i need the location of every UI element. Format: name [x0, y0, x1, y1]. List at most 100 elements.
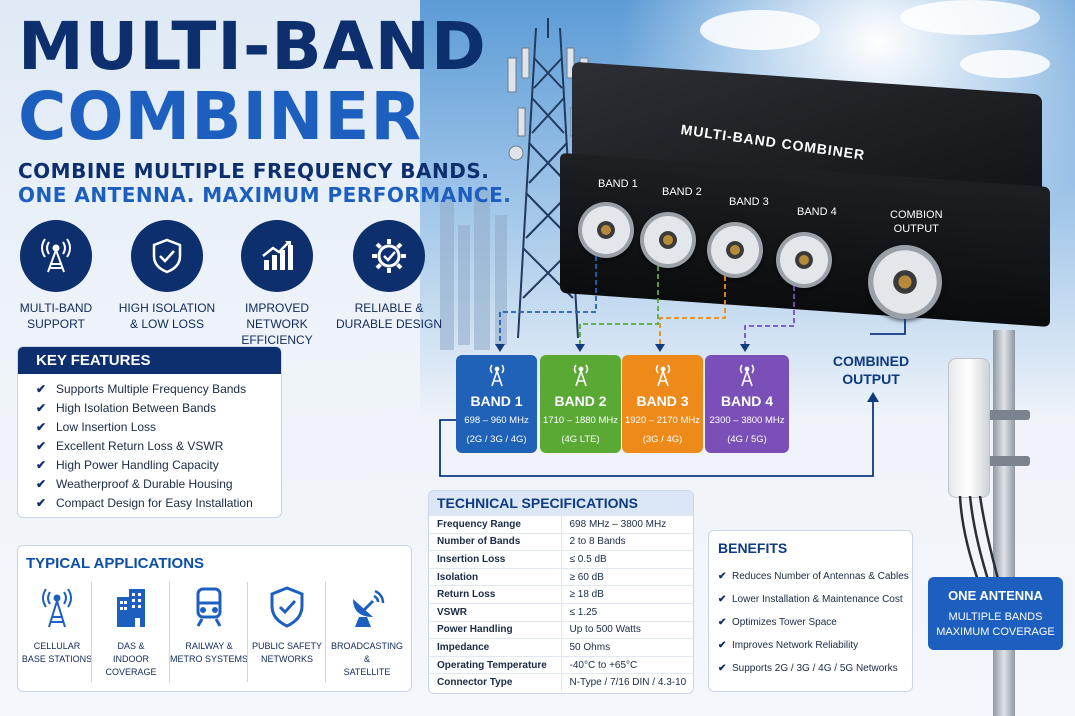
combined-output-line1: COMBINED	[832, 353, 910, 369]
band-generation: (4G / 5G)	[727, 434, 767, 445]
band-card-4: BAND 4 2300 – 3800 MHz (4G / 5G)	[705, 355, 789, 453]
output-label-line1: COMBION	[890, 209, 943, 221]
application-label: INDOOR COVERAGE	[105, 654, 157, 677]
spec-value: 50 Ohms	[561, 638, 693, 657]
spec-value: Up to 500 Watts	[561, 620, 693, 639]
mounting-clamp	[986, 456, 1030, 466]
signal-path-output	[870, 319, 906, 335]
checkmark-icon: ✔	[36, 476, 47, 491]
cloud	[900, 0, 1040, 35]
divider	[325, 582, 326, 682]
signal-path-band2	[579, 266, 659, 350]
feature-label: DURABLE DESIGN	[335, 317, 443, 331]
port-label-band1: BAND 1	[598, 178, 638, 190]
spec-value: N-Type / 7/16 DIN / 4.3-10	[561, 673, 693, 692]
spec-value: ≤ 1.25	[561, 602, 693, 622]
growth-chart-icon	[241, 220, 313, 292]
feature-label: IMPROVED	[244, 301, 309, 315]
tower-icon	[705, 361, 789, 387]
spec-key: VSWR	[429, 602, 562, 622]
shield-check-icon	[248, 582, 326, 632]
band-generation: (3G / 4G)	[642, 434, 683, 445]
connector-output	[868, 245, 942, 319]
tagline-line1: COMBINE MULTIPLE FREQUENCY BANDS.	[18, 159, 490, 183]
band-frequency: 2300 – 3800 MHz	[709, 415, 785, 426]
list-item: ✔ High Power Handling Capacity	[36, 455, 281, 474]
checkmark-icon: ✔	[36, 457, 47, 472]
application-label: BASE STATIONS	[21, 654, 93, 664]
application-label: PUBLIC SAFETY	[251, 641, 323, 651]
shield-check-icon	[131, 220, 203, 292]
band-card-1: BAND 1 698 – 960 MHz (2G / 3G / 4G)	[456, 355, 537, 453]
application-label: BROADCASTING &	[330, 641, 403, 664]
page-title-line1: MULTI-BAND	[18, 8, 487, 85]
feature-label: NETWORK EFFICIENCY	[241, 317, 313, 347]
checkmark-icon: ✔	[718, 617, 727, 628]
band-generation: (2G / 3G / 4G)	[466, 434, 527, 445]
feature-label: & LOW LOSS	[129, 317, 205, 331]
list-item: ✔Reduces Number of Antennas & Cables	[718, 565, 909, 588]
spec-value: ≤ 0.5 dB	[561, 550, 693, 569]
panel-antenna	[948, 358, 990, 498]
band-frequency: 698 – 960 MHz	[464, 415, 529, 426]
feature-label: SUPPORT	[27, 317, 85, 331]
spec-key: Impedance	[429, 638, 562, 657]
spec-value: ≥ 18 dB	[561, 585, 693, 604]
divider	[169, 582, 170, 682]
technical-specifications-table: TECHNICAL SPECIFICATIONS Frequency Range…	[428, 490, 694, 694]
tower-icon	[622, 361, 703, 387]
spec-value: 698 MHz – 3800 MHz	[561, 515, 693, 534]
port-label-band2: BAND 2	[662, 186, 702, 198]
one-antenna-line1: ONE ANTENNA	[948, 588, 1043, 603]
key-features-heading: KEY FEATURES	[18, 347, 281, 374]
benefit-text: Supports 2G / 3G / 4G / 5G Networks	[732, 663, 898, 674]
spec-key: Insertion Loss	[429, 550, 562, 569]
key-feature-text: Excellent Return Loss & VSWR	[56, 438, 224, 453]
feature-label: RELIABLE &	[354, 301, 424, 315]
key-feature-text: High Power Handling Capacity	[56, 457, 219, 472]
output-label-line2: OUTPUT	[893, 223, 939, 235]
application-railway: RAILWAY &METRO SYSTEMS	[170, 582, 248, 666]
feature-high-isolation: HIGH ISOLATION& LOW LOSS	[112, 220, 222, 332]
spec-key: Operating Temperature	[429, 655, 562, 674]
spec-value: ≥ 60 dB	[561, 567, 693, 586]
antenna-cables	[958, 496, 1002, 586]
list-item: ✔Supports 2G / 3G / 4G / 5G Networks	[718, 657, 909, 680]
application-das: DAS &INDOOR COVERAGE	[92, 582, 170, 679]
band-name: BAND 1	[470, 393, 523, 409]
combined-path	[439, 398, 874, 477]
key-feature-text: Low Insertion Loss	[56, 419, 157, 434]
tower-icon	[18, 582, 96, 632]
applications-heading: TYPICAL APPLICATIONS	[26, 555, 205, 572]
port-label-output: COMBION OUTPUT	[890, 208, 943, 236]
checkmark-icon: ✔	[36, 400, 47, 415]
specs-heading: TECHNICAL SPECIFICATIONS	[429, 491, 693, 515]
benefit-text: Reduces Number of Antennas & Cables	[732, 571, 909, 582]
spec-value: 2 to 8 Bands	[561, 532, 693, 551]
spec-key: Connector Type	[429, 673, 562, 692]
list-item: ✔Improves Network Reliability	[718, 634, 909, 657]
table-row: VSWR≤ 1.25	[429, 602, 693, 622]
list-item: ✔ Optimizes Tower Space	[718, 611, 909, 634]
application-broadcasting: BROADCASTING &SATELLITE	[328, 582, 406, 679]
city-building	[474, 190, 490, 350]
table-row: Operating Temperature-40°C to +65°C	[429, 655, 693, 674]
divider	[247, 582, 248, 682]
feature-multi-band: MULTI-BAND SUPPORT	[1, 220, 111, 332]
list-item: ✔Weatherproof & Durable Housing	[36, 474, 281, 493]
feature-label: MULTI-BAND	[19, 301, 93, 315]
benefit-text: Improves Network Reliability	[732, 640, 859, 651]
benefit-text: Optimizes Tower Space	[732, 617, 837, 628]
train-icon	[170, 582, 248, 632]
city-building	[458, 225, 470, 345]
list-item: ✔Low Insertion Loss	[36, 417, 281, 436]
spec-key: Number of Bands	[429, 532, 562, 551]
connector-band2	[640, 212, 696, 268]
port-label-band3: BAND 3	[729, 196, 769, 208]
